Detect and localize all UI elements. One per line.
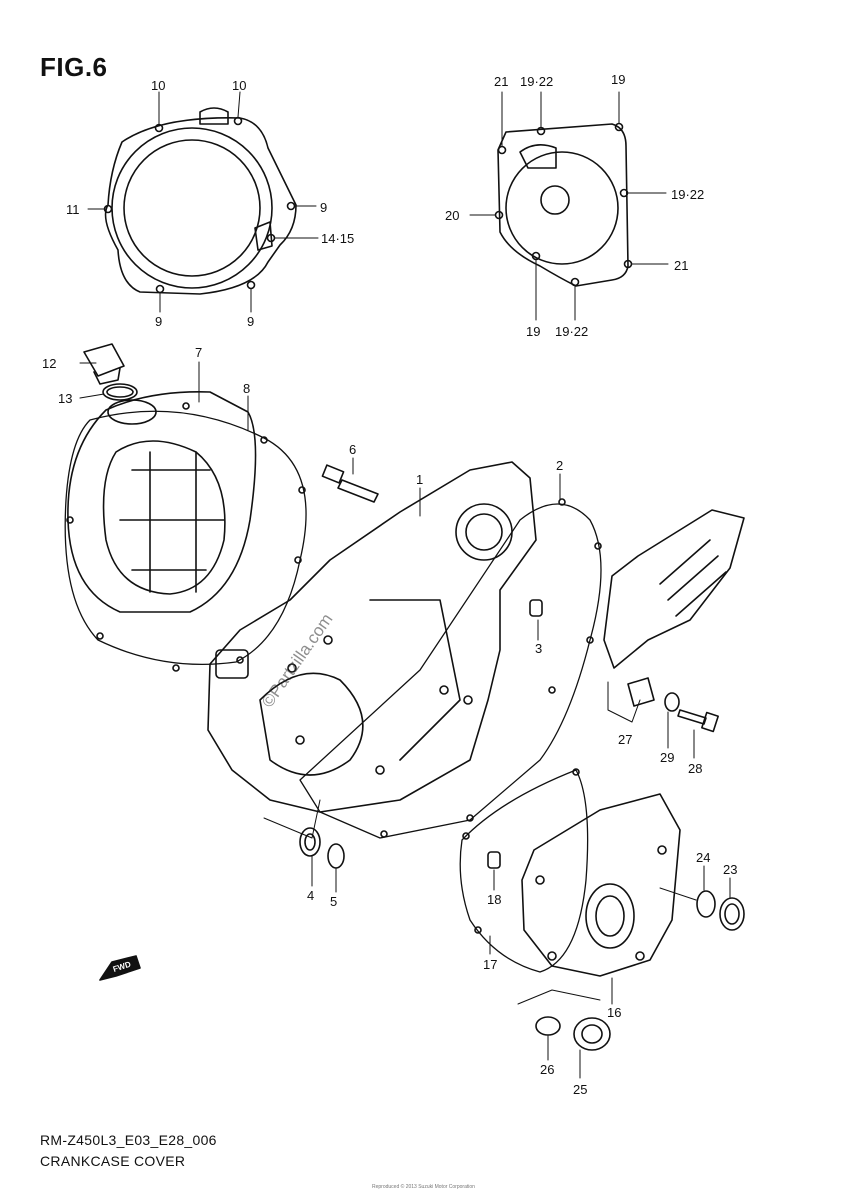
callout-9b: 9 bbox=[155, 314, 163, 329]
callout-9a: 9 bbox=[320, 200, 328, 215]
leader-lines-main bbox=[79, 361, 731, 1079]
generator-cover-part bbox=[494, 122, 633, 287]
callout-21b: 21 bbox=[674, 258, 689, 273]
callout-18: 18 bbox=[487, 892, 502, 907]
oil-filler-cap-part bbox=[83, 343, 138, 401]
callout-6: 6 bbox=[349, 442, 357, 457]
callout-11: 11 bbox=[66, 202, 80, 217]
callout-1: 1 bbox=[416, 472, 424, 487]
crankcase-cover-part bbox=[207, 461, 537, 813]
callout-17: 17 bbox=[483, 957, 498, 972]
callout-20: 20 bbox=[445, 208, 460, 223]
water-pump-cover-part bbox=[521, 793, 681, 977]
callout-3: 3 bbox=[535, 641, 543, 656]
callout-26: 26 bbox=[540, 1062, 555, 1077]
callout-12: 12 bbox=[42, 356, 57, 371]
dowel-pin-part bbox=[529, 599, 543, 617]
crankcase-gasket-part bbox=[299, 498, 602, 839]
callout-16: 16 bbox=[607, 1005, 622, 1020]
water-pump-gasket-part bbox=[459, 768, 589, 973]
dowel-pin-part bbox=[487, 851, 501, 869]
callout-9c: 9 bbox=[247, 314, 255, 329]
o-ring-part bbox=[535, 1016, 561, 1036]
guard-bolt-part bbox=[677, 709, 719, 733]
diagram-caption: CRANKCASE COVER bbox=[40, 1153, 186, 1169]
callout-13: 13 bbox=[58, 391, 73, 406]
callout-19-22b: 19·22 bbox=[671, 187, 705, 202]
oil-seal-part bbox=[299, 827, 321, 857]
clutch-cover-part bbox=[103, 107, 297, 295]
clutch-gasket-part bbox=[64, 402, 307, 672]
leader-lines-generator-cover bbox=[469, 91, 669, 321]
o-ring-part bbox=[696, 890, 716, 918]
callout-19b: 19 bbox=[526, 324, 541, 339]
plug-part bbox=[573, 1017, 611, 1051]
callout-8: 8 bbox=[243, 381, 251, 396]
callout-19a: 19 bbox=[611, 72, 626, 87]
leader-lines-clutch-cover bbox=[87, 91, 319, 313]
callout-10a: 10 bbox=[151, 78, 166, 93]
bolt-part bbox=[321, 464, 379, 503]
fwd-arrow-icon: FWD bbox=[99, 955, 141, 981]
figure-title: FIG.6 bbox=[40, 52, 108, 82]
callout-23: 23 bbox=[723, 862, 738, 877]
callout-10b: 10 bbox=[232, 78, 247, 93]
callout-4: 4 bbox=[307, 888, 315, 903]
o-ring-part bbox=[327, 843, 345, 869]
callout-19-22c: 19·22 bbox=[555, 324, 589, 339]
callout-24: 24 bbox=[696, 850, 711, 865]
fine-print: Reproduced © 2013 Suzuki Motor Corporati… bbox=[372, 1184, 475, 1190]
callout-25: 25 bbox=[573, 1082, 588, 1097]
callout-19-22a: 19·22 bbox=[520, 74, 554, 89]
callout-14-15: 14·15 bbox=[321, 231, 355, 246]
model-code: RM-Z450L3_E03_E28_006 bbox=[40, 1132, 217, 1148]
clutch-outer-cover-part bbox=[67, 391, 257, 613]
callout-21a: 21 bbox=[494, 74, 509, 89]
callout-2: 2 bbox=[556, 458, 564, 473]
callout-29: 29 bbox=[660, 750, 675, 765]
callout-5: 5 bbox=[330, 894, 338, 909]
callout-27: 27 bbox=[618, 732, 633, 747]
callout-7: 7 bbox=[195, 345, 203, 360]
washer-part bbox=[664, 692, 680, 712]
callout-28: 28 bbox=[688, 761, 703, 776]
plug-part bbox=[719, 897, 745, 931]
sprocket-guard-part bbox=[603, 509, 745, 707]
